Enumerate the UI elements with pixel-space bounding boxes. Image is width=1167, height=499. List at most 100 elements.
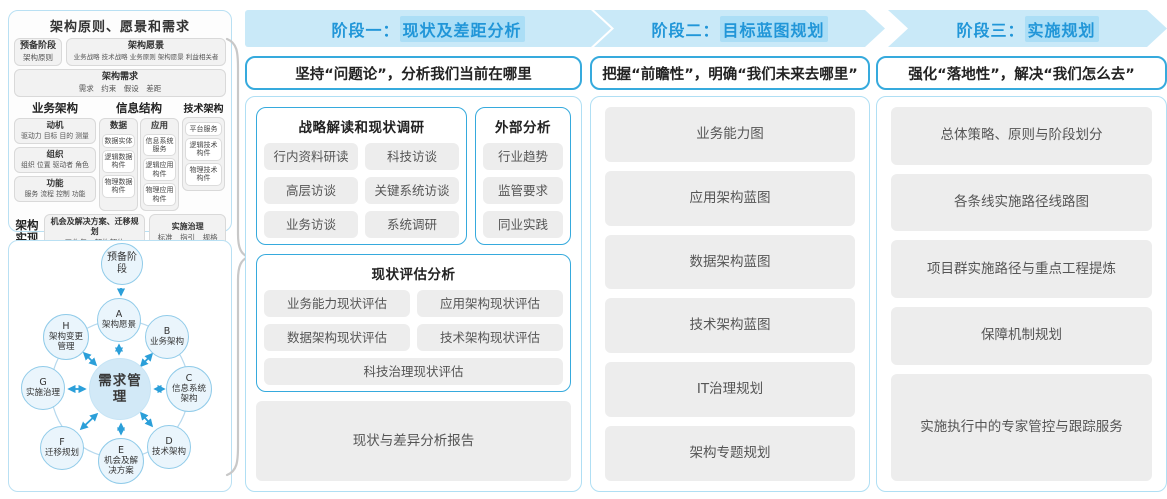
adm-node-letter: B xyxy=(163,325,171,337)
application-item: 信息系统服务 xyxy=(143,133,176,157)
adm-node-label: 架构变更管理 xyxy=(48,332,83,353)
implementation-governance-sub: 标准 指引 规格 xyxy=(157,232,218,242)
phase3-item: 各条线实施路径线路图 xyxy=(891,173,1152,232)
phase3-item: 项目群实施路径与重点工程提炼 xyxy=(891,240,1152,299)
phase2-subtitle: 把握“前瞻性”，明确“我们未来去哪里” xyxy=(590,56,870,90)
strategy-research-title: 战略解读和现状调研 xyxy=(298,120,425,136)
technology-box: 平台服务 逻辑技术构件 物理技术构件 xyxy=(182,116,225,191)
architecture-vision-box: 架构愿景 业务战略 技术战略 业务原则 架构愿景 利益相关者 xyxy=(66,38,226,66)
center-b-arrow xyxy=(139,352,154,368)
motivation-sub: 驱动力 目标 目的 测量 xyxy=(21,131,89,140)
research-item: 关键系统访谈 xyxy=(365,177,459,204)
center-f-arrow xyxy=(79,412,99,431)
architecture-content-panel: 架构原则、愿景和需求 预备阶段 架构原则 架构愿景 业务战略 技术战略 业务原则… xyxy=(8,10,232,251)
technology-item: 平台服务 xyxy=(185,121,222,137)
phase3-item: 实施执行中的专家管控与跟踪服务 xyxy=(891,373,1152,482)
adm-node-label: 预备阶段 xyxy=(107,252,137,275)
architecture-content-title: 架构原则、愿景和需求 xyxy=(49,20,190,35)
technology-architecture-title: 技术架构 xyxy=(183,103,224,115)
phase2-item: IT治理规划 xyxy=(605,362,855,418)
adm-node-letter: G xyxy=(39,376,47,388)
adm-cycle-panel: 预备阶段 A 架构愿景 B 业务架构 C 信息系统架构 D 技术架构 E 机会及… xyxy=(8,240,232,492)
phase1-header: 阶段一： 现状及差距分析 xyxy=(245,10,611,47)
technology-item: 物理技术构件 xyxy=(185,162,222,186)
phase3-item: 保障机制规划 xyxy=(891,307,1152,365)
adm-node-label: 技术架构 xyxy=(151,447,186,458)
research-item: 业务访谈 xyxy=(264,211,358,238)
phase1-header-prefix: 阶段一： xyxy=(331,20,400,40)
adm-node-label: 信息系统架构 xyxy=(171,384,206,405)
center-d-arrow xyxy=(139,411,154,428)
external-analysis-box: 外部分析 行业趋势 监管要求 同业实践 xyxy=(475,107,571,245)
application-item: 物理应用构件 xyxy=(143,183,176,207)
adm-node-d-technology: D 技术架构 xyxy=(147,425,191,469)
assessment-item: 业务能力现状评估 xyxy=(264,290,410,317)
assessment-item: 数据架构现状评估 xyxy=(264,324,410,351)
data-title: 数据 xyxy=(109,120,127,131)
assessment-item: 科技治理现状评估 xyxy=(264,358,563,385)
adm-center-label: 需求管理 xyxy=(98,372,142,405)
phase2-item: 数据架构蓝图 xyxy=(605,234,855,290)
function-sub: 服务 流程 控制 功能 xyxy=(24,190,86,199)
prep-phase-title: 预备阶段 xyxy=(19,41,56,51)
adm-node-c-information-systems: C 信息系统架构 xyxy=(166,366,212,412)
prep-vision-row: 预备阶段 架构原则 架构愿景 业务战略 技术战略 业务原则 架构愿景 利益相关者 xyxy=(14,38,226,66)
external-item: 行业趋势 xyxy=(483,143,563,170)
prep-phase-box: 预备阶段 架构原则 xyxy=(14,38,62,66)
business-architecture-column: 业务架构 动机 驱动力 目标 目的 测量 组织 组织 位置 驱动者 角色 功能 … xyxy=(14,100,96,206)
organization-sub: 组织 位置 驱动者 角色 xyxy=(21,160,89,169)
adm-node-letter: D xyxy=(165,435,173,447)
assessment-item: 技术架构现状评估 xyxy=(417,324,563,351)
phase3-subtitle: 强化“落地性”，解决“我们怎么去” xyxy=(876,56,1167,90)
application-item: 逻辑应用构件 xyxy=(143,158,176,182)
research-item: 系统调研 xyxy=(365,211,459,238)
motivation-title: 动机 xyxy=(46,120,64,131)
architecture-vision-title: 架构愿景 xyxy=(127,41,164,51)
architecture-columns: 业务架构 动机 驱动力 目标 目的 测量 组织 组织 位置 驱动者 角色 功能 … xyxy=(14,100,226,212)
function-box: 功能 服务 流程 控制 功能 xyxy=(14,176,96,203)
adm-node-b-business: B 业务架构 xyxy=(145,315,189,359)
technology-item: 逻辑技术构件 xyxy=(185,138,222,161)
adm-node-h-change-management: H 架构变更管理 xyxy=(43,314,89,360)
motivation-box: 动机 驱动力 目标 目的 测量 xyxy=(14,117,96,144)
data-item: 物理数据构件 xyxy=(102,174,135,198)
research-item: 行内资料研读 xyxy=(264,143,358,170)
phase1-panel: 战略解读和现状调研 行内资料研读 科技访谈 高层访谈 关键系统访谈 业务访谈 系… xyxy=(245,96,582,492)
phase2-header-prefix: 阶段二： xyxy=(651,20,720,40)
application-column: 应用 信息系统服务 逻辑应用构件 物理应用构件 xyxy=(140,117,179,212)
research-item: 高层访谈 xyxy=(264,177,358,204)
adm-node-preliminary: 预备阶段 xyxy=(101,243,143,285)
adm-node-label: 实施治理 xyxy=(25,388,60,399)
phase2-header: 阶段二： 目标蓝图规划 xyxy=(594,10,885,47)
opportunities-migration-title: 机会及解决方案、迁移规划 xyxy=(50,217,139,237)
adm-node-letter: A xyxy=(115,308,123,320)
phase2-header-title: 目标蓝图规划 xyxy=(720,16,828,42)
gap-analysis-report-box: 现状与差异分析报告 xyxy=(256,401,571,481)
adm-node-letter: F xyxy=(59,436,65,448)
adm-node-letter: C xyxy=(185,372,193,384)
adm-center-requirements-management: 需求管理 xyxy=(89,358,151,420)
phase2-item: 应用架构蓝图 xyxy=(605,170,855,226)
adm-node-a-vision: A 架构愿景 xyxy=(97,298,141,342)
organization-box: 组织 组织 位置 驱动者 角色 xyxy=(14,146,96,174)
research-item: 科技访谈 xyxy=(365,143,459,170)
adm-node-label: 机会及解决方案 xyxy=(103,456,138,477)
business-architecture-title: 业务架构 xyxy=(32,100,78,115)
architecture-vision-sub: 业务战略 技术战略 业务原则 架构愿景 利益相关者 xyxy=(73,52,219,61)
application-title: 应用 xyxy=(150,120,168,131)
phase3-item: 总体策略、原则与阶段划分 xyxy=(891,107,1152,165)
assessment-box: 现状评估分析 业务能力现状评估 应用架构现状评估 数据架构现状评估 技术架构现状… xyxy=(256,254,571,392)
phase1-header-title: 现状及差距分析 xyxy=(400,16,525,42)
strategy-research-box: 战略解读和现状调研 行内资料研读 科技访谈 高层访谈 关键系统访谈 业务访谈 系… xyxy=(256,107,467,245)
adm-node-label: 架构愿景 xyxy=(101,320,136,331)
adm-node-g-governance: G 实施治理 xyxy=(21,366,65,410)
adm-node-letter: E xyxy=(117,444,124,456)
phase3-panel: 总体策略、原则与阶段划分 各条线实施路径线路图 项目群实施路径与重点工程提炼 保… xyxy=(876,96,1167,492)
adm-node-e-opportunities: E 机会及解决方案 xyxy=(98,438,144,484)
external-item: 同业实践 xyxy=(483,211,563,238)
phase2-item: 业务能力图 xyxy=(605,107,855,162)
organization-title: 组织 xyxy=(46,149,64,160)
architecture-requirements-title: 架构需求 xyxy=(101,71,138,82)
information-structure-column: 信息结构 数据 数据实体 逻辑数据构件 物理数据构件 应用 信息系统服务 逻辑应… xyxy=(99,100,179,212)
